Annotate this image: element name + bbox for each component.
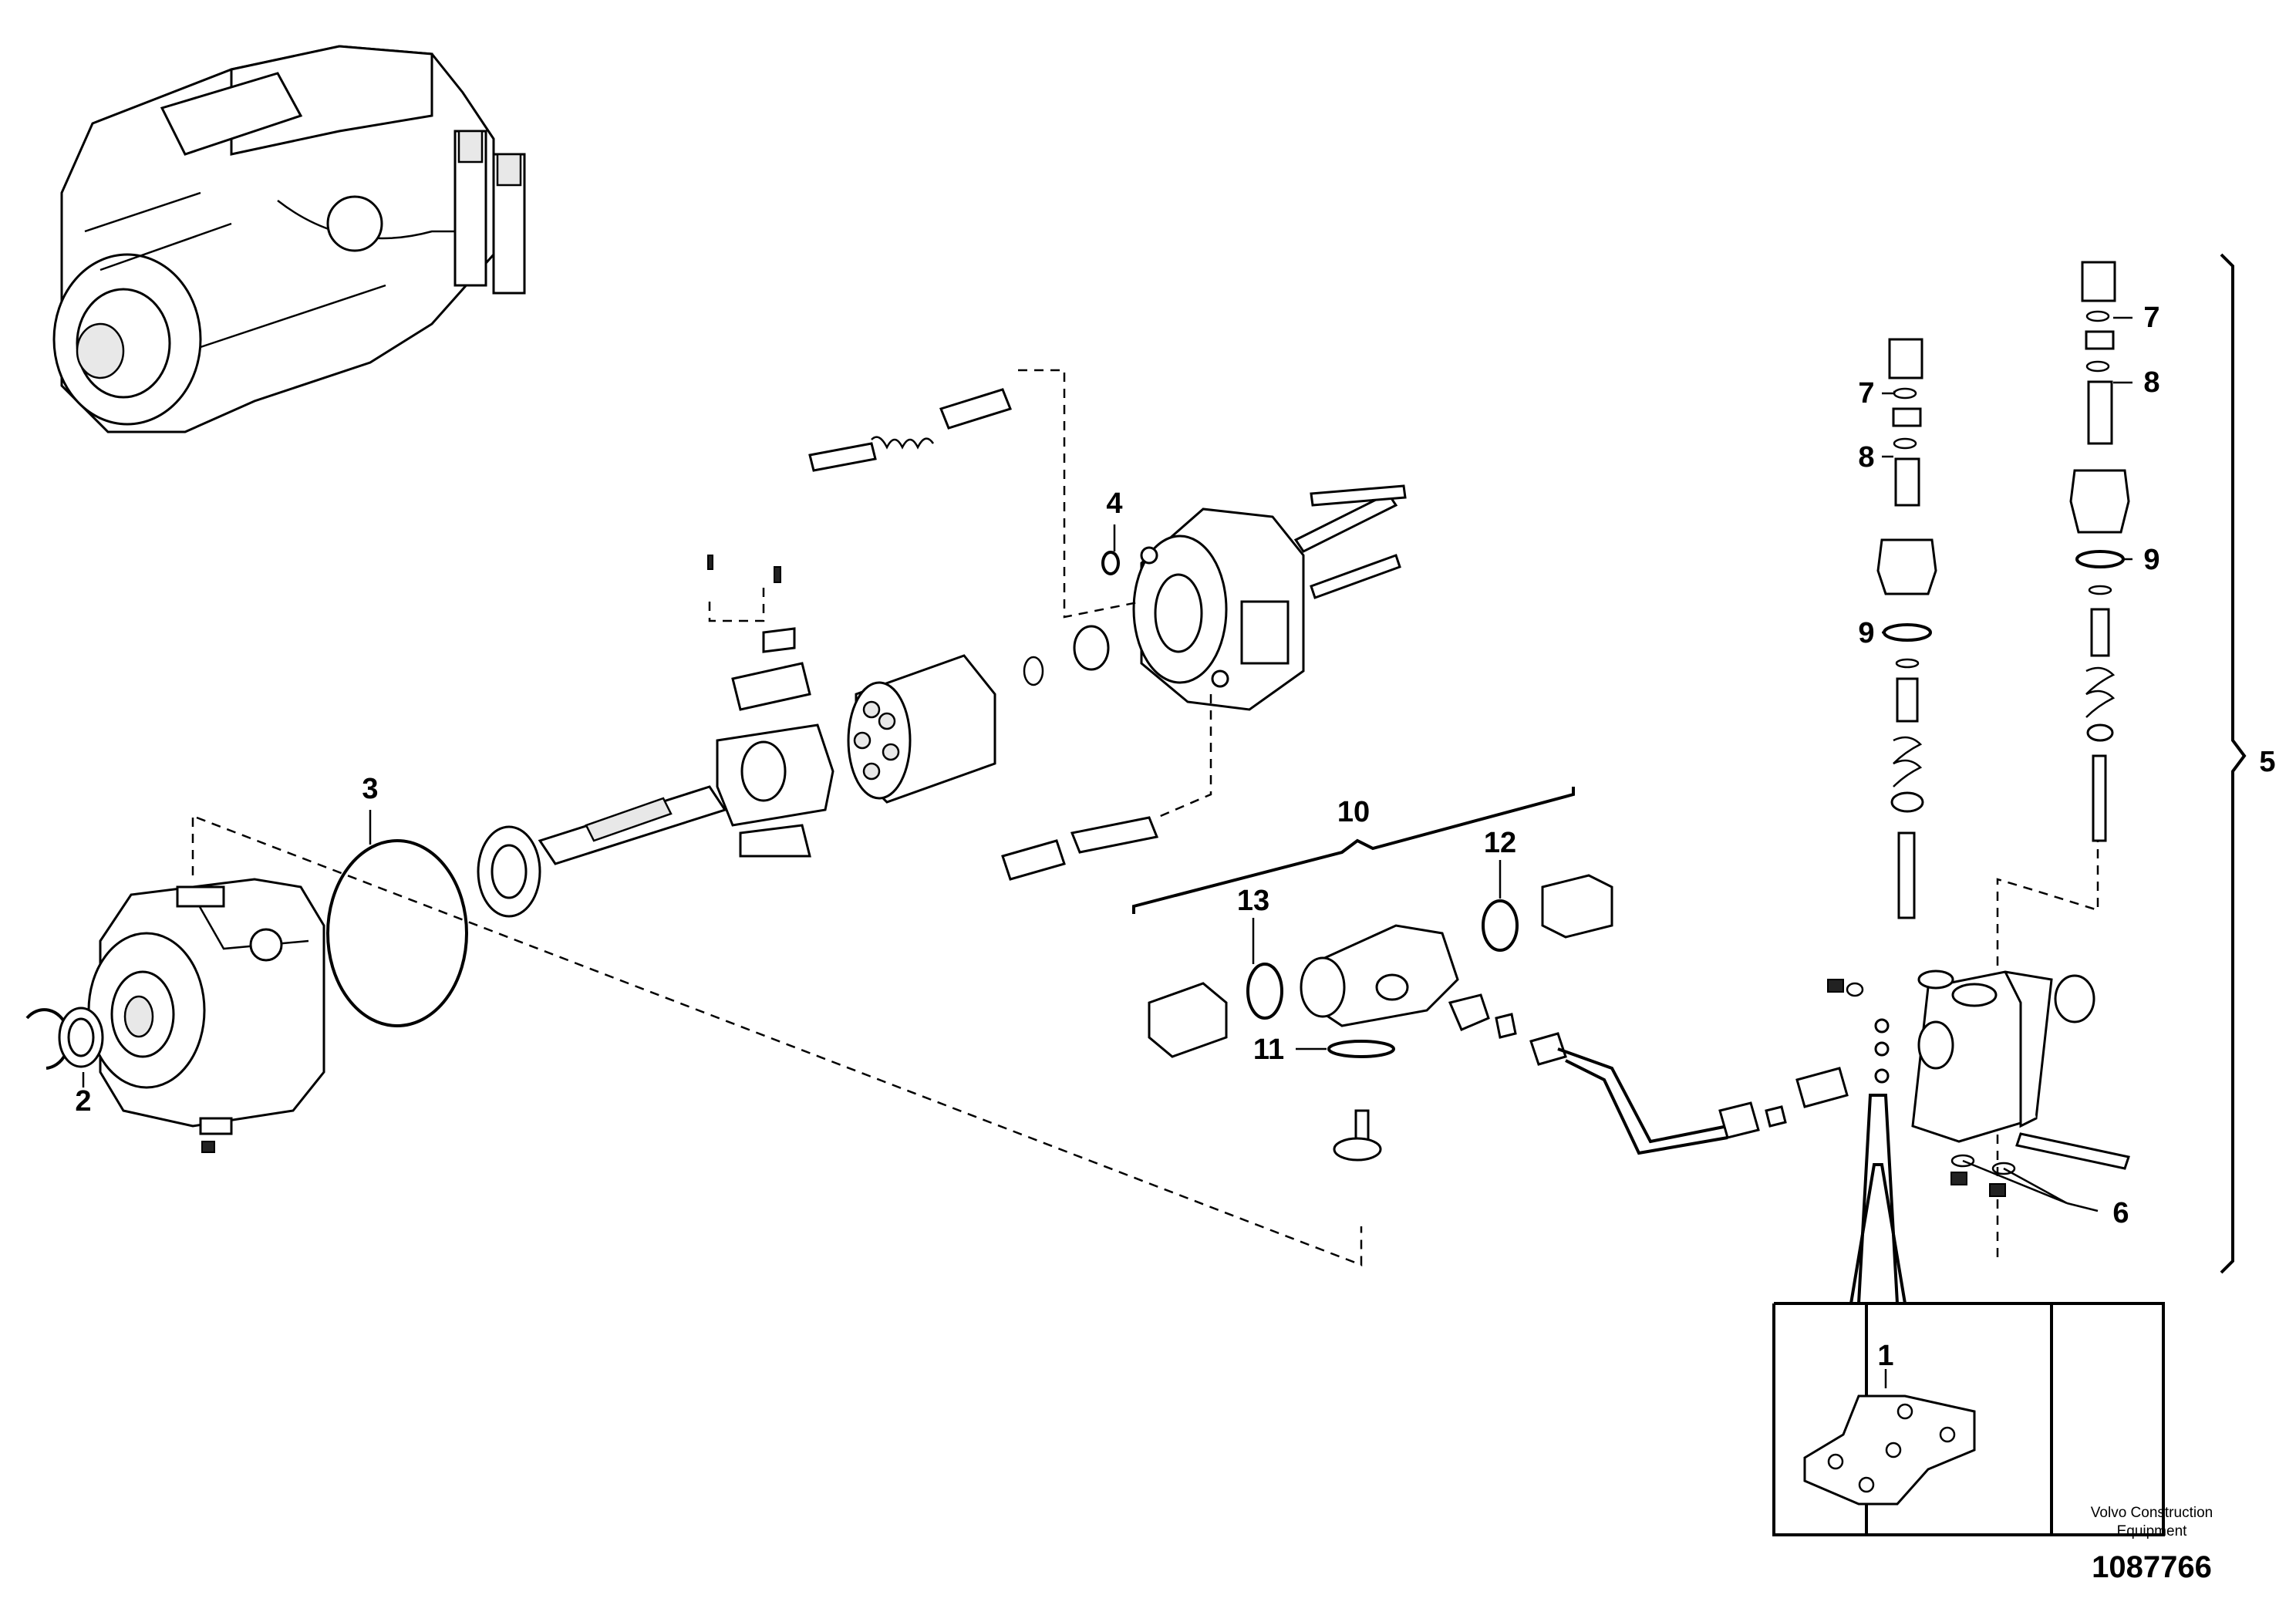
o-ring-large bbox=[326, 839, 468, 1027]
relief-valve-stack-left bbox=[1876, 338, 1937, 919]
callout-3: 3 bbox=[362, 773, 378, 805]
retaining-ring bbox=[1023, 656, 1044, 686]
callout-8-right: 8 bbox=[2143, 366, 2159, 399]
cover-bolts bbox=[1293, 484, 1407, 599]
callout-4: 4 bbox=[1106, 487, 1122, 520]
callout-9-left: 9 bbox=[1858, 617, 1874, 649]
callout-12: 12 bbox=[1484, 827, 1516, 859]
pins-lower bbox=[1001, 816, 1159, 881]
assembled-pump-illustration bbox=[52, 45, 526, 433]
swash-plate bbox=[707, 555, 834, 858]
document-number: 1087766 bbox=[2092, 1550, 2212, 1584]
callout-7-right: 7 bbox=[2143, 302, 2159, 334]
pump-housing bbox=[87, 878, 325, 1153]
cylinder-block bbox=[847, 654, 996, 804]
o-ring-small bbox=[1101, 551, 1120, 575]
callout-13: 13 bbox=[1237, 885, 1269, 917]
valve-block bbox=[1827, 969, 2130, 1197]
inset-detail-item-1 bbox=[1772, 1094, 2165, 1536]
pipe-and-fittings bbox=[1448, 993, 1849, 1155]
callout-11: 11 bbox=[1253, 1034, 1284, 1066]
bracket-group-10 bbox=[1132, 787, 1575, 914]
callout-1: 1 bbox=[1877, 1340, 1893, 1372]
callout-6: 6 bbox=[2112, 1197, 2129, 1229]
callout-9-right: 9 bbox=[2143, 544, 2159, 576]
regulator-spool bbox=[808, 388, 1012, 472]
callout-10: 10 bbox=[1337, 796, 1370, 828]
callout-5: 5 bbox=[2259, 746, 2275, 778]
callout-8-left: 8 bbox=[1858, 441, 1874, 474]
brand-line-1: Volvo Construction bbox=[2090, 1505, 2213, 1521]
manufacturer-label: Volvo Construction Equipment bbox=[2036, 1504, 2267, 1541]
callout-7-left: 7 bbox=[1858, 377, 1874, 410]
snap-ring-and-seal bbox=[25, 1007, 104, 1070]
drive-shaft bbox=[538, 785, 727, 865]
bracket-group-5 bbox=[2220, 253, 2247, 1274]
relief-valve-stack-right bbox=[2069, 261, 2130, 842]
brand-line-2: Equipment bbox=[2116, 1523, 2187, 1539]
callout-labels: 1 2 3 4 5 6 7 7 8 8 9 9 10 11 12 13 bbox=[75, 302, 2275, 1372]
needle-bearing bbox=[1073, 625, 1110, 671]
callout-leader-lines bbox=[82, 316, 2132, 1212]
shaft-bearing bbox=[477, 825, 541, 918]
tee-fitting-group bbox=[1148, 874, 1613, 1162]
port-plate bbox=[1132, 508, 1305, 711]
callout-2: 2 bbox=[75, 1085, 91, 1118]
